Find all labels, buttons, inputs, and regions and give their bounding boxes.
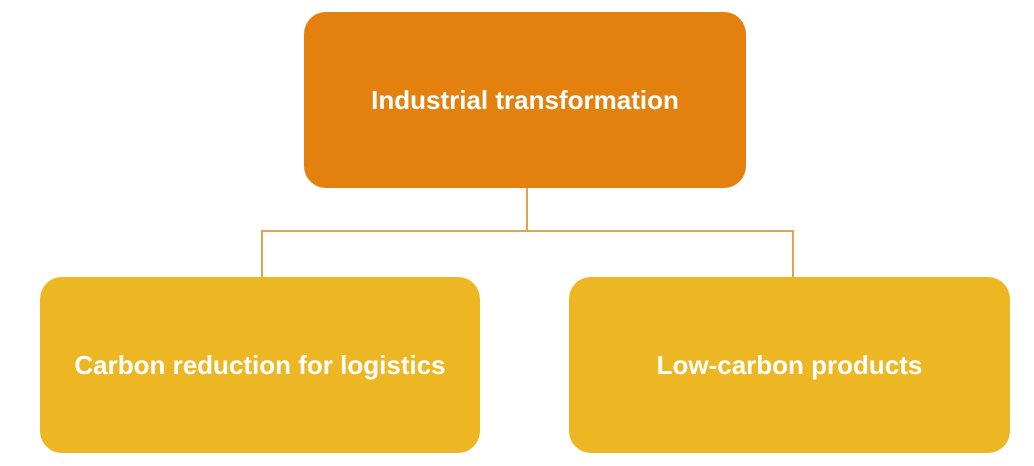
connector-root-to-children bbox=[261, 230, 794, 277]
node-industrial-transformation: Industrial transformation bbox=[304, 12, 746, 188]
node-label: Low-carbon products bbox=[656, 349, 923, 380]
node-label: Carbon reduction for logistics bbox=[74, 349, 446, 380]
node-low-carbon-products: Low-carbon products bbox=[569, 277, 1010, 453]
node-carbon-reduction-logistics: Carbon reduction for logistics bbox=[40, 277, 480, 453]
node-label: Industrial transformation bbox=[371, 84, 679, 115]
